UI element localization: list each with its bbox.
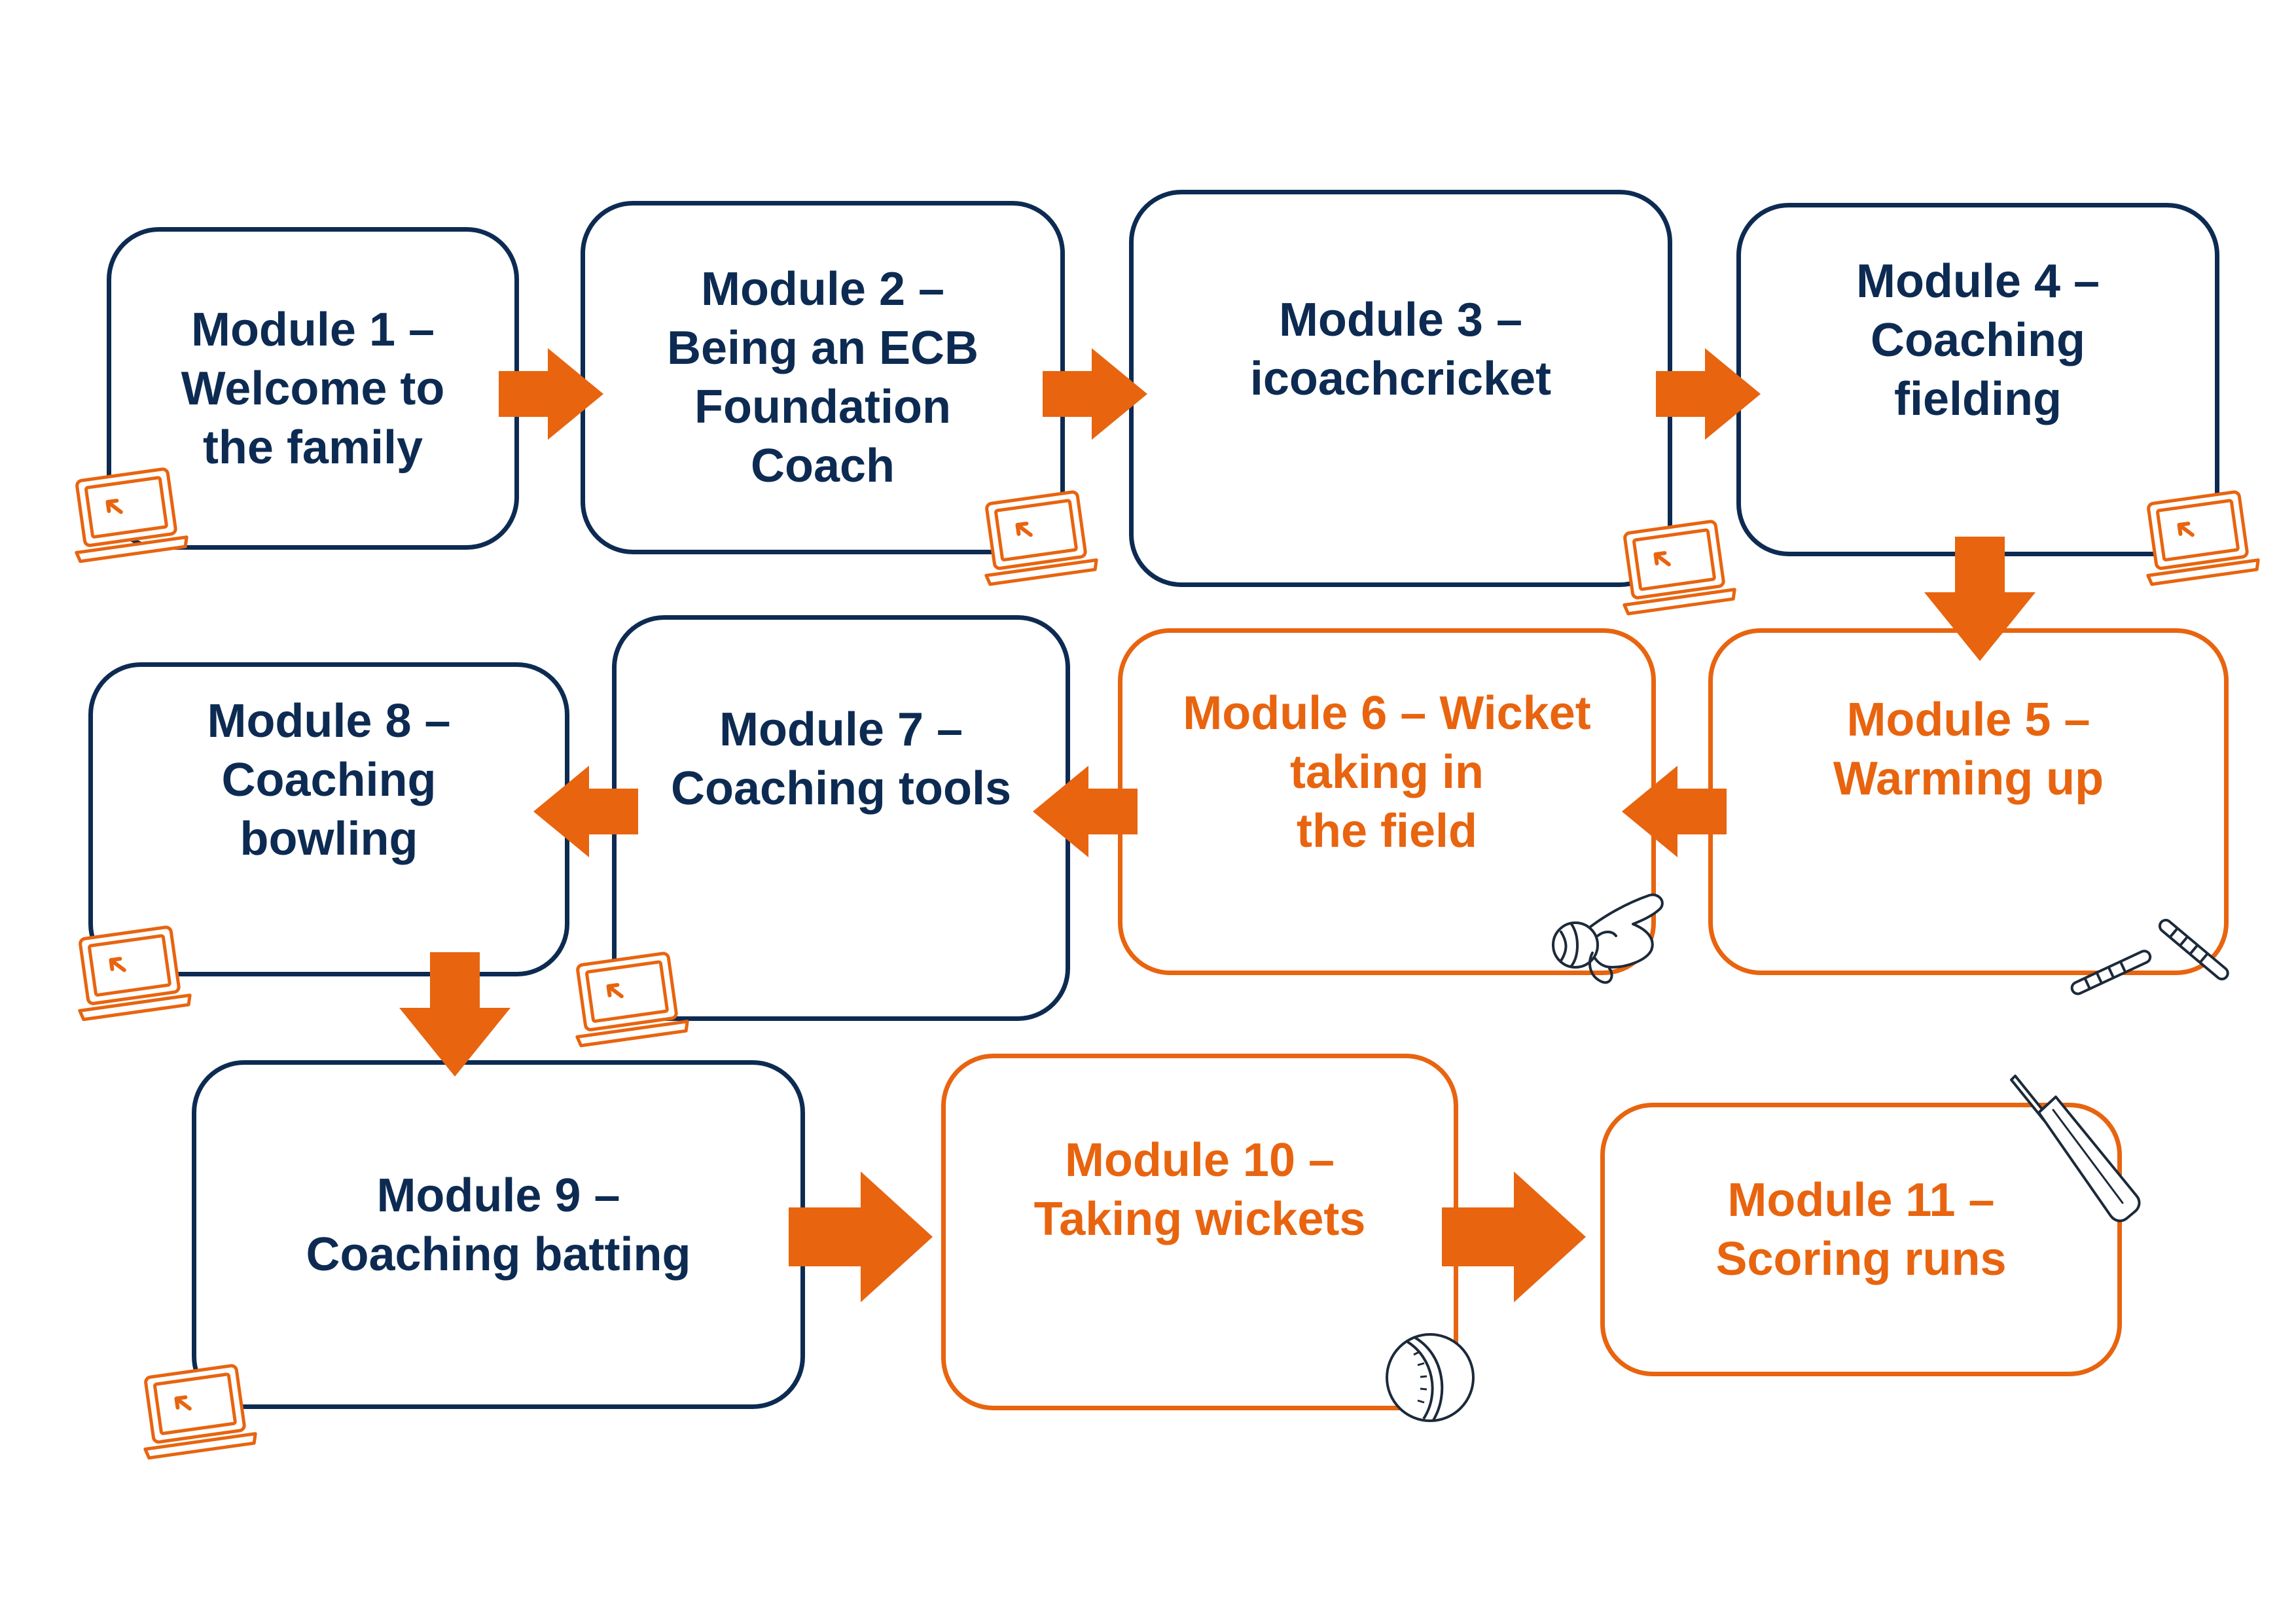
arrow-right-9-10 [789,1171,933,1302]
arrow-left-5-6 [1622,766,1727,857]
module-1-label: Module 1 – Welcome to the family [181,303,445,474]
module-7-box: Module 7 – Coaching tools [612,615,1070,1021]
arrow-left-6-7 [1033,766,1138,857]
laptop-icon [143,1364,257,1460]
arrow-left-7-8 [533,766,638,857]
arrow-right-1-2 [499,348,603,440]
laptop-icon [2146,490,2260,586]
hand-catching-ball-icon [1552,893,1664,984]
module-9-box: Module 9 – Coaching batting [192,1060,805,1409]
laptop-icon [75,467,188,563]
module-6-label: Module 6 – Wicket taking in the field [1183,687,1591,857]
module-9-label: Module 9 – Coaching batting [306,1169,691,1281]
arrow-down-4-5 [1924,537,2036,661]
module-10-box: Module 10 – Taking wickets [941,1054,1458,1410]
module-8-box: Module 8 – Coaching bowling [88,662,569,976]
module-5-label: Module 5 – Warming up [1833,694,2104,805]
laptop-icon [78,925,192,1022]
module-11-label: Module 11 – Scoring runs [1715,1174,2007,1285]
module-4-label: Module 4 – Coaching fielding [1856,255,2100,425]
module-4-box: Module 4 – Coaching fielding [1736,203,2219,556]
laptop-icon [1623,520,1736,616]
laptop-icon [984,490,1098,586]
module-6-box: Module 6 – Wicket taking in the field [1118,628,1656,975]
arrow-right-2-3 [1043,348,1147,440]
arrow-right-3-4 [1656,348,1761,440]
arrow-right-10-11 [1442,1171,1586,1302]
arrow-down-8-9 [399,952,511,1077]
cricket-bat-icon [2010,1075,2141,1222]
module-8-label: Module 8 – Coaching bowling [207,695,451,865]
module-2-label: Module 2 – Being an ECB Foundation Coach [666,263,979,492]
module-3-label: Module 3 – icoachcricket [1249,293,1552,405]
module-5-box: Module 5 – Warming up [1708,628,2229,975]
bails-icon [2070,919,2229,995]
cricket-ball-icon [1386,1333,1475,1422]
module-3-box: Module 3 – icoachcricket [1129,190,1672,587]
module-7-label: Module 7 – Coaching tools [671,704,1011,815]
laptop-icon [575,952,689,1048]
module-11-box: Module 11 – Scoring runs [1600,1103,2122,1376]
module-1-box: Module 1 – Welcome to the family [107,227,519,550]
module-10-label: Module 10 – Taking wickets [1033,1133,1366,1245]
